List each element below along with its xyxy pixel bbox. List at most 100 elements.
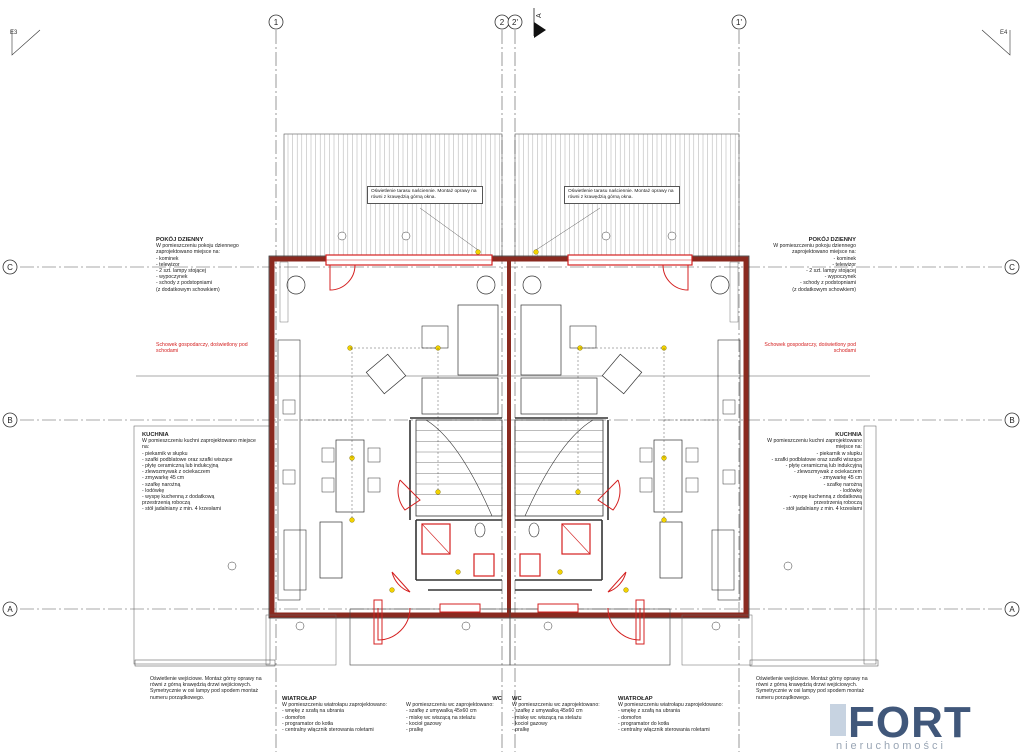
wiatrolap-item: - wnękę z szafą na ubrania bbox=[618, 708, 680, 715]
axis-label-vertical: 2 bbox=[500, 18, 505, 27]
round-fixture bbox=[710, 275, 730, 295]
boiler-cross bbox=[561, 523, 591, 555]
side-terrace bbox=[863, 425, 877, 665]
outlet-tag-icon bbox=[461, 621, 471, 631]
wc-item: - kocioł gazowy bbox=[406, 720, 442, 727]
pokoj-note-right: POKÓJ DZIENNY W pomieszczeniu pokoju dzi… bbox=[756, 237, 856, 293]
building-walls bbox=[265, 255, 753, 666]
front-step bbox=[265, 614, 337, 666]
logo-mark-icon bbox=[830, 704, 846, 736]
front-step bbox=[681, 614, 753, 666]
outlet-tag-icon bbox=[543, 621, 553, 631]
kuchnia-item: - piekarnik w słupku bbox=[142, 450, 188, 457]
pokoj-title-right: POKÓJ DZIENNY bbox=[808, 237, 856, 243]
wc-intro-left: W pomieszczeniu wc zaprojektowano: bbox=[406, 702, 494, 709]
sofa-part bbox=[457, 304, 499, 376]
kuchnia-item: - płytę ceramiczną lub indukcyjną bbox=[785, 463, 862, 470]
kuchnia-item: - stół jadalniany z min. 4 krzesłami bbox=[783, 506, 862, 513]
wc-item: - miskę wc wiszącą na stelażu bbox=[512, 714, 582, 721]
axis-label-horizontal: C bbox=[1009, 263, 1015, 272]
chair bbox=[685, 447, 699, 463]
pokoj-item: - kominek bbox=[833, 255, 857, 262]
entrance-outline bbox=[509, 608, 671, 666]
kitchen-island bbox=[319, 521, 343, 579]
axis-bubble bbox=[731, 14, 747, 30]
wiatrolap-item: - programator do kotła bbox=[282, 720, 334, 727]
logo-word: FORT bbox=[848, 698, 972, 747]
stair-arrow bbox=[524, 419, 594, 517]
kuchnia-item: - lodówkę bbox=[839, 487, 862, 494]
wiatrolap-intro-left: W pomieszczeniu wiatrołapu zaprojektowan… bbox=[282, 702, 387, 709]
pokoj-title-left: POKÓJ DZIENNY bbox=[156, 237, 204, 243]
wc-item: - szafkę z umywalką 45x60 cm bbox=[406, 708, 477, 715]
chair bbox=[639, 477, 653, 493]
kuchnia-item: - zlewozmywak z ociekaczem bbox=[142, 469, 211, 476]
kuchnia-note-left: KUCHNIA W pomieszczeniu kuchni zaprojekt… bbox=[142, 432, 260, 513]
stairs bbox=[514, 419, 604, 517]
toilet-bowl bbox=[528, 522, 540, 538]
logo-subtitle: nieruchomości bbox=[836, 740, 946, 752]
wc-title-left: WC bbox=[492, 696, 502, 702]
wc-title-right: WC bbox=[512, 696, 522, 702]
boiler-cross bbox=[421, 523, 451, 555]
sofa-part bbox=[520, 304, 562, 376]
light-fixture-icon bbox=[557, 569, 563, 575]
chair bbox=[367, 447, 381, 463]
appliance bbox=[282, 399, 296, 415]
boiler-box bbox=[561, 523, 591, 555]
door-swing bbox=[391, 571, 411, 593]
kitchen-island bbox=[659, 521, 683, 579]
leader-line bbox=[535, 207, 601, 251]
kuchnia-intro-right: W pomieszczeniu kuchni zaprojektowano mi… bbox=[767, 438, 862, 451]
wc-item: - szafkę z umywalką 45x60 cm bbox=[512, 708, 583, 715]
stair-arrow bbox=[425, 419, 493, 517]
fort-logo: FORT nieruchomości bbox=[830, 698, 1024, 752]
toilet-bowl bbox=[474, 522, 486, 538]
red-markings bbox=[325, 254, 693, 645]
pokoj-item: - telewizor bbox=[832, 261, 856, 268]
axis-label-horizontal: A bbox=[1009, 605, 1015, 614]
kuchnia-item: - szafki podblatowe oraz szafki wiszące bbox=[771, 456, 862, 463]
terrace-edge bbox=[134, 659, 276, 667]
wc-item: - kocioł gazowy bbox=[512, 720, 548, 727]
boiler-box bbox=[421, 523, 451, 555]
sofa-part bbox=[520, 377, 598, 415]
chair bbox=[367, 477, 381, 493]
kuchnia-item: - lodówkę bbox=[142, 487, 165, 494]
pokoj-item: - kominek bbox=[156, 255, 179, 262]
kuchnia-title-right: KUCHNIA bbox=[835, 432, 862, 438]
kuchnia-item: - stół jadalniany z min. 4 krzesłami bbox=[142, 506, 221, 513]
door-swing bbox=[329, 264, 356, 291]
kuchnia-item: - szafki podblatowe oraz szafki wiszące bbox=[142, 456, 233, 463]
front-door bbox=[635, 599, 645, 645]
kitchen-counter bbox=[717, 339, 741, 601]
door-swing bbox=[397, 479, 421, 511]
outer-wall-line bbox=[268, 255, 750, 619]
kuchnia-item: - szafkę narożną bbox=[823, 481, 862, 488]
pokoj-item: - telewizor bbox=[156, 261, 180, 268]
kuchnia-note-right: KUCHNIA W pomieszczeniu kuchni zaprojekt… bbox=[754, 432, 862, 513]
kitchen-counter bbox=[277, 339, 301, 601]
stairs bbox=[415, 419, 503, 517]
wejscie-note-left: Oświetlenie wejściowe. Montaż górny opra… bbox=[150, 676, 262, 701]
wiatrolap-item: - wnękę z szafą na ubrania bbox=[282, 708, 344, 715]
dining-table bbox=[335, 439, 365, 513]
outlet-tag-icon bbox=[337, 231, 347, 241]
kuchnia-item: - wyspę kuchenną z dodatkową bbox=[789, 494, 862, 501]
wc-item: - miskę wc wiszącą na stelażu bbox=[406, 714, 476, 721]
light-fixture-icon bbox=[475, 249, 481, 255]
corner-bracket bbox=[11, 29, 41, 56]
door-swing bbox=[607, 571, 627, 593]
axis-label-horizontal: C bbox=[7, 263, 13, 272]
wiatrolap-title-right: WIATROŁAP bbox=[618, 696, 653, 702]
light-fixture-icon bbox=[533, 249, 539, 255]
kuchnia-item: - zlewozmywak z ociekaczem bbox=[793, 469, 862, 476]
light-fixture-icon bbox=[455, 569, 461, 575]
axis-bubble bbox=[2, 601, 18, 617]
wiatrolap-note-right: WIATROŁAP W pomieszczeniu wiatrołapu zap… bbox=[618, 696, 738, 733]
pokoj-item: - wypoczynek bbox=[824, 274, 856, 281]
leader-line bbox=[419, 207, 479, 251]
round-fixture bbox=[522, 275, 542, 295]
door-swing bbox=[607, 607, 641, 641]
